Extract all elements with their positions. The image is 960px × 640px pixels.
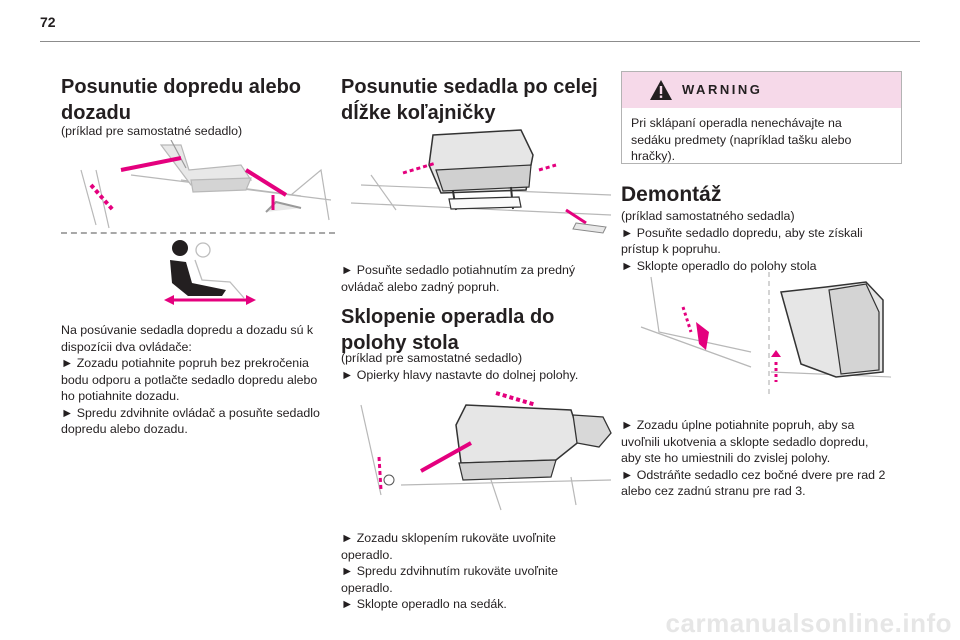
warning-box: WARNING Pri sklápaní operadla nenechávaj… bbox=[621, 71, 902, 164]
seatback-folding-illustration bbox=[360, 391, 612, 511]
warning-text: Pri sklápaní operadla nenechávajte na se… bbox=[631, 116, 852, 163]
col2-body1-text: ► Posuňte sedadlo potiahnutím za predný … bbox=[341, 263, 576, 294]
header-rule bbox=[40, 41, 920, 42]
example-caption: (príklad pre samostatné sedadlo) bbox=[61, 124, 243, 138]
col1-body-text: Na posúvanie sedadla dopredu a dozadu sú… bbox=[61, 323, 320, 436]
seat-sliding-illustration bbox=[350, 129, 612, 234]
seat-rail-illustration bbox=[80, 140, 332, 229]
col2-body2-text: ► Zozadu sklopením rukoväte uvoľnite ope… bbox=[341, 531, 558, 611]
page-number: 72 bbox=[40, 14, 56, 30]
col2-caption2-text: (príklad pre samostatné sedadlo) ► Opier… bbox=[341, 351, 579, 382]
warning-triangle-icon bbox=[650, 80, 672, 100]
warning-header: WARNING bbox=[622, 72, 901, 108]
section-heading-full-rail: Posunutie sedadla po celej dĺžke koľajni… bbox=[341, 76, 598, 124]
section-heading-removal: Demontáž bbox=[621, 183, 722, 206]
watermark-footer[interactable]: carmanualsonline.info bbox=[665, 608, 952, 638]
section-heading-forward-backward: Posunutie dopredu alebo dozadu bbox=[61, 76, 302, 124]
seat-removal-illustration bbox=[640, 272, 892, 397]
section-heading-table-position: Sklopenie operadla do polohy stola bbox=[341, 306, 555, 354]
warning-title: WARNING bbox=[682, 82, 763, 97]
col3-body-text: ► Zozadu úplne potiahnite popruh, aby sa… bbox=[621, 418, 886, 498]
figure-divider bbox=[61, 232, 335, 234]
col3-intro-text: (príklad samostatného sedadla) ► Posuňte… bbox=[621, 209, 863, 273]
seat-occupant-diagram bbox=[164, 240, 256, 305]
